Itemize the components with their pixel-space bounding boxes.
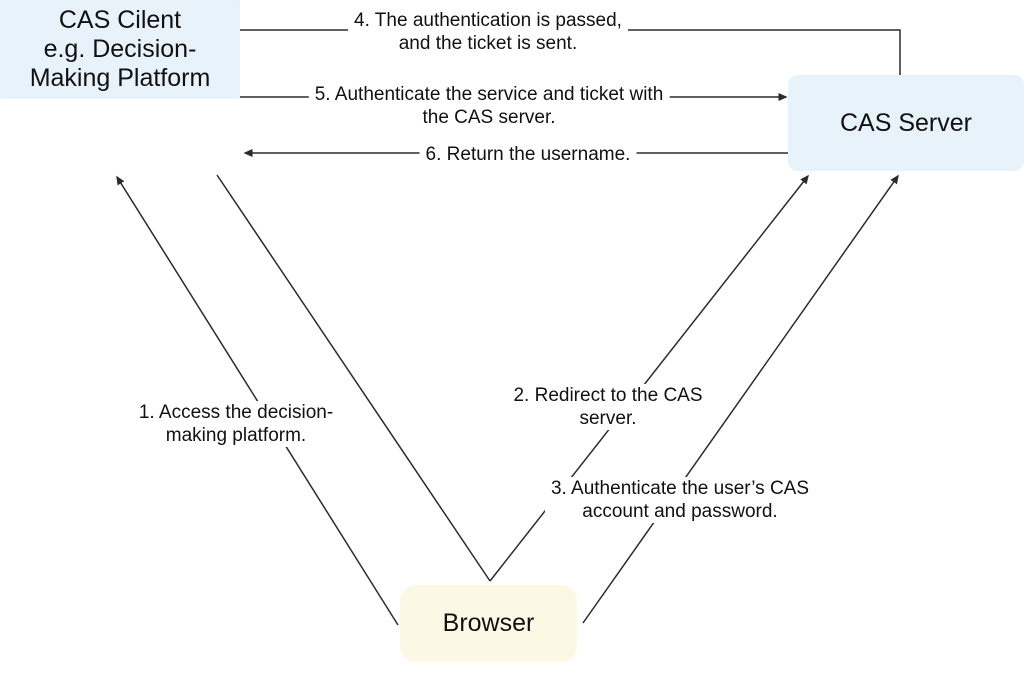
label-step1-line2: making platform. [165,425,307,446]
label-step4-line2: and the ticket is sent. [398,33,578,54]
label-step4: 4. The authentication is passed, and the… [348,9,628,55]
label-step1-line1: 1. Access the decision- [138,402,334,423]
label-step6-line1: 6. Return the username. [425,144,631,165]
label-step2-line2: server. [579,408,637,429]
label-step5-line2: the CAS server. [422,107,556,128]
arrow-step3-browser-to-server [582,174,899,624]
label-step1: 1. Access the decision- making platform. [132,401,340,447]
cas-client-label-line2: e.g. Decision- [43,35,197,63]
node-cas-client: CAS Cilent e.g. Decision- Making Platfor… [0,0,240,99]
node-browser: Browser [400,585,577,662]
browser-label: Browser [442,609,535,637]
label-step2: 2. Redirect to the CAS server. [507,384,709,430]
label-step3: 3. Authenticate the user’s CAS account a… [544,477,816,523]
node-cas-server: CAS Server [788,75,1024,171]
label-step6: 6. Return the username. [419,143,637,166]
label-step2-line1: 2. Redirect to the CAS [513,385,703,406]
label-step4-line1: 4. The authentication is passed, [354,10,622,31]
arrow-step2-browser-to-server [489,174,809,582]
cas-server-label: CAS Server [840,108,972,137]
cas-client-label-line1: CAS Cilent [58,6,182,34]
label-step5-line1: 5. Authenticate the service and ticket w… [314,84,664,105]
label-step3-line2: account and password. [582,501,778,522]
cas-client-label-line3: Making Platform [29,64,211,92]
label-step3-line1: 3. Authenticate the user’s CAS [550,478,810,499]
label-step5: 5. Authenticate the service and ticket w… [308,83,670,129]
line-step2-client-to-browser [216,174,491,582]
